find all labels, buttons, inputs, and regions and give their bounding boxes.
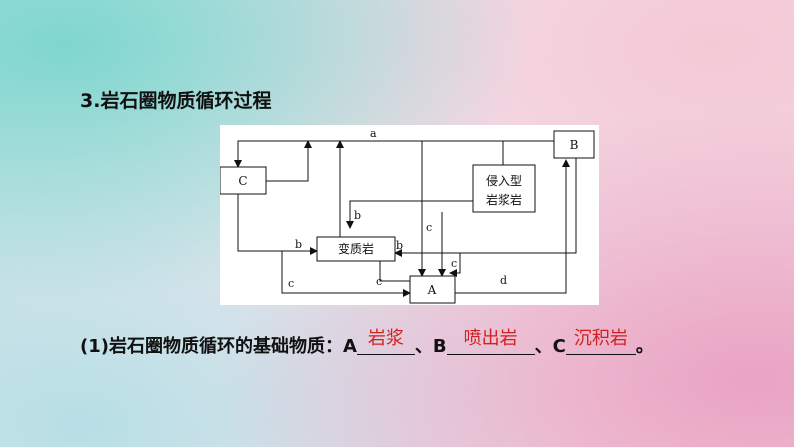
edge-label-c-bottom-mid: c (376, 275, 382, 288)
answer-c-blank: 沉积岩 (565, 328, 636, 355)
edge-label-c-mid: c (426, 221, 432, 234)
edge-label-a: a (370, 127, 377, 140)
answer-c: 沉积岩 (573, 328, 628, 349)
node-intrusive-label-2: 岩浆岩 (486, 192, 522, 207)
node-a-box (409, 275, 456, 304)
section-title: 3.岩石圈物质循环过程 (80, 90, 272, 112)
answer-b: 喷出岩 (463, 328, 518, 349)
edge-label-d: d (500, 274, 507, 287)
edge-b-meta (394, 158, 577, 257)
node-metamorphic-box (316, 236, 396, 262)
answer-a: 岩浆 (367, 328, 404, 349)
label-b: B (432, 336, 447, 357)
edge-label-b-left: b (354, 209, 361, 222)
edge-label-b-right: b (396, 239, 403, 252)
edge-c-up (266, 140, 312, 182)
edge-label-c-bottom-left: c (288, 277, 294, 290)
answer-a-blank: 岩浆 (356, 328, 415, 355)
node-c-box (220, 166, 267, 195)
edge-d (455, 159, 570, 294)
question-prefix: (1)岩石圈物质循环的基础物质： (80, 336, 343, 357)
separator-2: 、 (534, 336, 553, 357)
rock-cycle-diagram: B C 侵入型 岩浆岩 变质岩 A a b b b c c c c d (220, 125, 599, 305)
node-metamorphic-label: 变质岩 (338, 241, 374, 256)
node-intrusive-label-1: 侵入型 (486, 173, 522, 188)
question-end: 。 (635, 336, 654, 357)
node-intrusive-box (472, 164, 536, 213)
node-b-box (553, 130, 595, 159)
node-a-label: A (427, 283, 437, 297)
edge-intr-meta (346, 200, 473, 229)
node-b-label: B (570, 138, 579, 152)
node-c-label: C (238, 174, 247, 188)
label-c: C (552, 336, 566, 357)
rock-cycle-svg: B C 侵入型 岩浆岩 变质岩 A a b b b c c c c d (220, 127, 595, 304)
separator-1: 、 (414, 336, 433, 357)
edge-label-b-mid: b (295, 238, 302, 251)
edge-c-a (281, 251, 411, 297)
label-a: A (342, 336, 357, 357)
edge-b-a (449, 253, 461, 277)
answer-b-blank: 喷出岩 (446, 328, 535, 355)
edge-c-meta (237, 194, 318, 255)
edge-a (234, 140, 554, 168)
edge-label-c-right: c (451, 257, 457, 270)
